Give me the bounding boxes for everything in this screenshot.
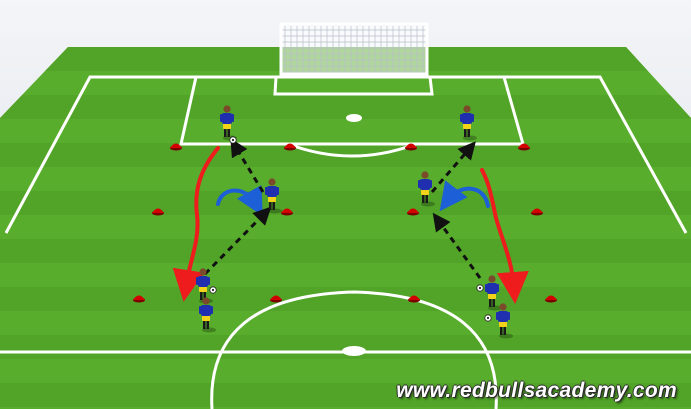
player-4 (418, 171, 435, 207)
players-layer (196, 105, 513, 339)
ball-4 (484, 314, 492, 322)
player-1 (220, 105, 237, 141)
run-arrow-right (480, 168, 529, 304)
pass-arrow-right-back (430, 141, 476, 193)
pass-arrow-left-back (230, 138, 265, 193)
player-8 (496, 303, 513, 339)
goal-box (273, 75, 434, 96)
ball-3 (476, 284, 484, 292)
cone-7 (407, 208, 419, 216)
penalty-spot (346, 114, 362, 122)
cone-9 (133, 295, 145, 303)
pass-arrow-left-up (203, 206, 272, 276)
cone-12 (545, 295, 557, 303)
run-arrow-left (172, 146, 220, 302)
pass-arrow-right-up (432, 212, 482, 279)
center-circle (210, 290, 498, 409)
cone-2 (284, 143, 296, 151)
watermark-url: www.redbullsacademy.com (396, 379, 677, 402)
player-6 (199, 297, 216, 333)
goal (279, 22, 429, 76)
balls-layer (209, 136, 492, 322)
penalty-arc (287, 142, 417, 158)
cone-3 (405, 143, 417, 151)
cone-10 (270, 295, 282, 303)
cone-11 (408, 295, 420, 303)
run-arrows (172, 146, 529, 304)
player-3 (265, 178, 282, 214)
pass-arrows (203, 138, 482, 279)
cone-1 (170, 143, 182, 151)
player-5 (196, 268, 213, 304)
ball-1 (229, 136, 237, 144)
ball-2 (209, 286, 217, 294)
cone-6 (281, 208, 293, 216)
player-7 (485, 275, 502, 311)
cone-8 (531, 208, 543, 216)
center-spot (342, 346, 366, 356)
cones-layer (133, 143, 557, 303)
cone-4 (518, 143, 530, 151)
player-2 (460, 105, 477, 141)
turn-arrow-left (216, 184, 263, 217)
turn-arrows (216, 180, 490, 217)
turn-arrow-right (439, 180, 490, 212)
cone-5 (152, 208, 164, 216)
